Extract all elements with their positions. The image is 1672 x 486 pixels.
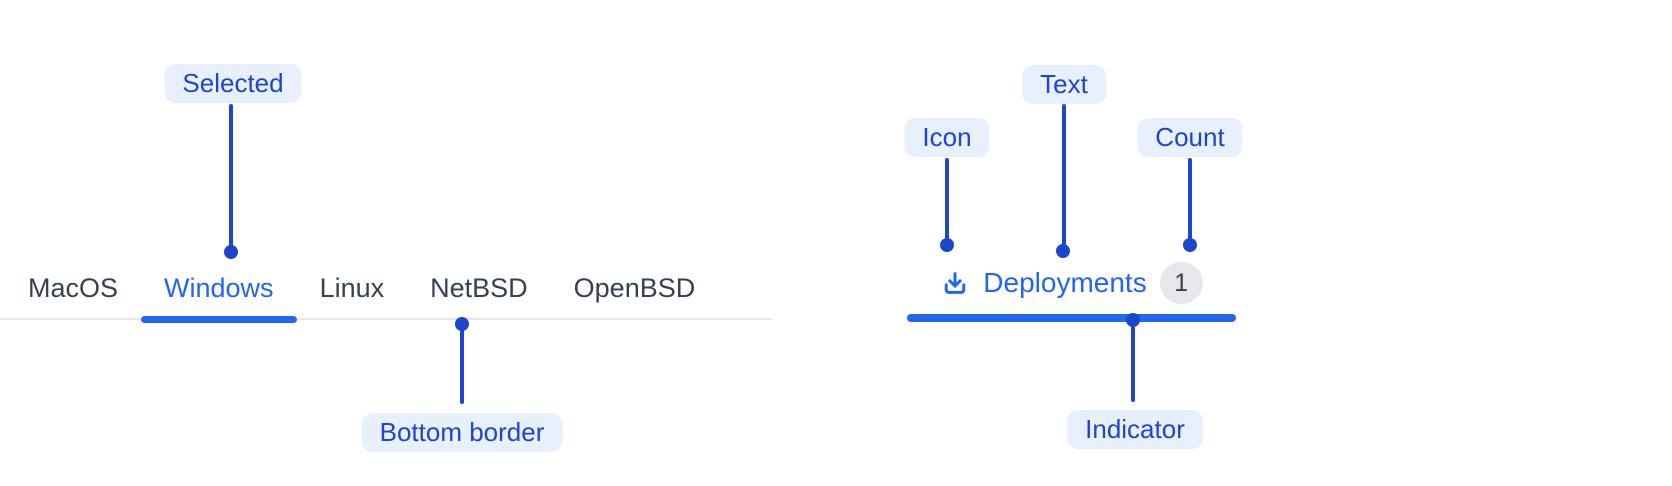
selected-connector-line — [229, 104, 233, 248]
count-connector-dot — [1183, 238, 1197, 252]
download-icon — [945, 272, 966, 294]
tab-netbsd[interactable]: NetBSD — [430, 273, 528, 303]
icon-connector-line — [945, 158, 949, 246]
bottom-border-connector-line — [460, 328, 464, 404]
annotation-label-selected: Selected — [164, 64, 302, 103]
tab-windows[interactable]: Windows — [141, 261, 297, 323]
annotation-label-count: Count — [1137, 118, 1243, 157]
tab-deployments-label: Deployments — [983, 267, 1147, 298]
count-badge: 1 — [1159, 262, 1203, 304]
selected-tab-bottom-border — [141, 316, 297, 323]
annotation-label-indicator: Indicator — [1067, 410, 1203, 449]
active-tab-indicator — [907, 314, 1236, 322]
selected-connector-dot — [224, 245, 238, 259]
indicator-connector-dot — [1126, 313, 1140, 327]
tab-windows-label: Windows — [164, 273, 274, 303]
annotation-label-text: Text — [1022, 65, 1106, 104]
tab-linux[interactable]: Linux — [319, 273, 385, 303]
count-connector-line — [1188, 158, 1192, 246]
tab-deployments[interactable]: Deployments 1 — [907, 258, 1236, 308]
annotation-label-icon: Icon — [904, 118, 990, 157]
annotation-label-bottom-border: Bottom border — [361, 413, 563, 452]
text-connector-dot — [1056, 244, 1070, 258]
bottom-border-connector-dot — [455, 317, 469, 331]
tab-openbsd[interactable]: OpenBSD — [573, 273, 696, 303]
text-connector-line — [1062, 104, 1066, 248]
os-tabbar: MacOS Windows Linux NetBSD OpenBSD — [0, 261, 773, 323]
tab-macos[interactable]: MacOS — [28, 273, 119, 303]
indicator-connector-line — [1131, 324, 1135, 402]
icon-connector-dot — [940, 238, 954, 252]
